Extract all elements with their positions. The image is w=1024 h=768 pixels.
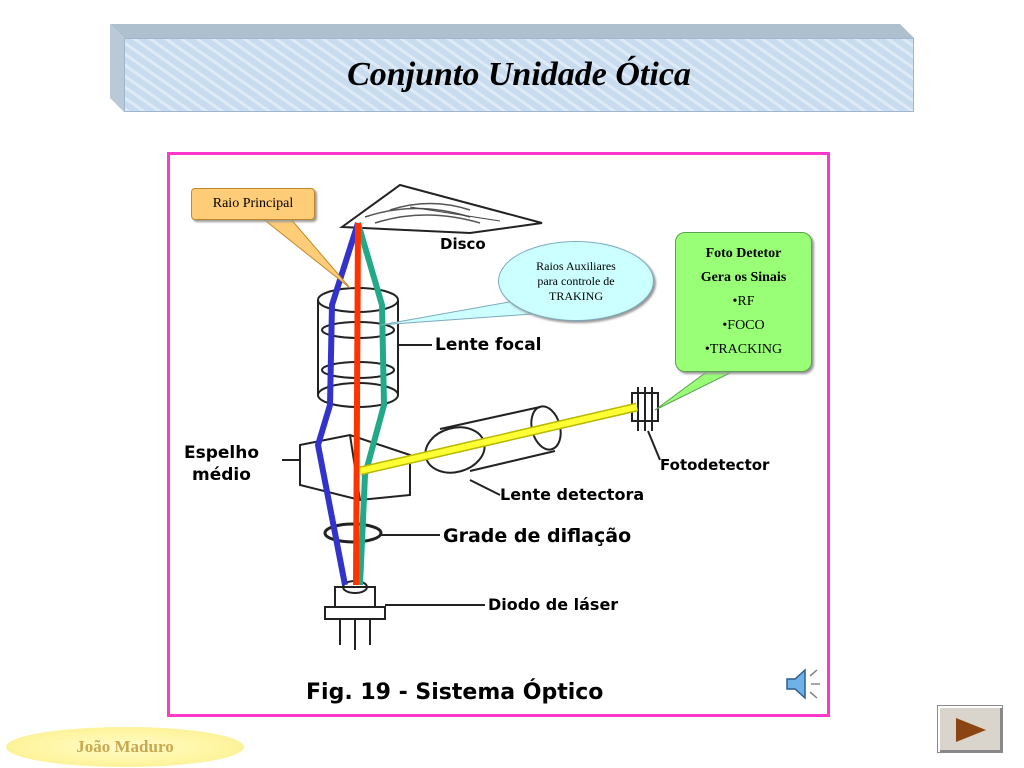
- label-lente-focal: Lente focal: [435, 335, 542, 355]
- label-espelho-1: Espelho: [184, 443, 260, 463]
- label-fotodetector: Fotodetector: [660, 456, 770, 474]
- callout-aux-line-3: TRAKING: [549, 288, 603, 303]
- optical-system-diagram: [282, 183, 661, 650]
- callout-aux-line-1: Raios Auxiliares: [536, 258, 616, 273]
- callout-det-item-foco: •FOCO: [722, 318, 765, 333]
- title-banner: Conjunto Unidade Ótica: [110, 24, 914, 112]
- title-banner-bevel: [110, 24, 914, 112]
- callout-foto-detetor: Foto Detetor Gera os Sinais •RF •FOCO •T…: [675, 232, 812, 372]
- label-espelho-2: médio: [192, 465, 251, 485]
- title-face: [124, 38, 914, 112]
- callout-raio-principal: Raio Principal: [191, 188, 315, 220]
- label-lente-detectora: Lente detectora: [500, 485, 645, 504]
- aux-ray-left: [314, 222, 361, 586]
- callout-aux-line-2: para controle de: [537, 273, 615, 288]
- grating-shape: [323, 522, 383, 544]
- callout-raios-auxiliares: Raios Auxiliares para controle de TRAKIN…: [498, 241, 654, 321]
- label-disco: Disco: [440, 235, 486, 253]
- speaker-icon[interactable]: [783, 664, 823, 704]
- author-name: João Maduro: [6, 727, 244, 767]
- callout-det-title-1: Foto Detetor: [705, 246, 782, 261]
- callout-det-title-2: Gera os Sinais: [700, 270, 787, 285]
- label-grade: Grade de diflação: [443, 525, 632, 547]
- play-right-icon: [956, 718, 986, 742]
- next-slide-button[interactable]: [937, 705, 1003, 753]
- laser-diode-shape: [324, 580, 386, 650]
- callout-det-item-rf: •RF: [732, 294, 755, 309]
- aux-ray-right: [355, 222, 388, 586]
- main-ray: [353, 222, 361, 586]
- page-title: Conjunto Unidade Ótica: [347, 56, 691, 93]
- label-diodo: Diodo de láser: [488, 595, 619, 614]
- disc-shape: [339, 183, 543, 235]
- figure-caption: Fig. 19 - Sistema Óptico: [306, 680, 604, 705]
- callout-det-item-tracking: •TRACKING: [704, 342, 783, 357]
